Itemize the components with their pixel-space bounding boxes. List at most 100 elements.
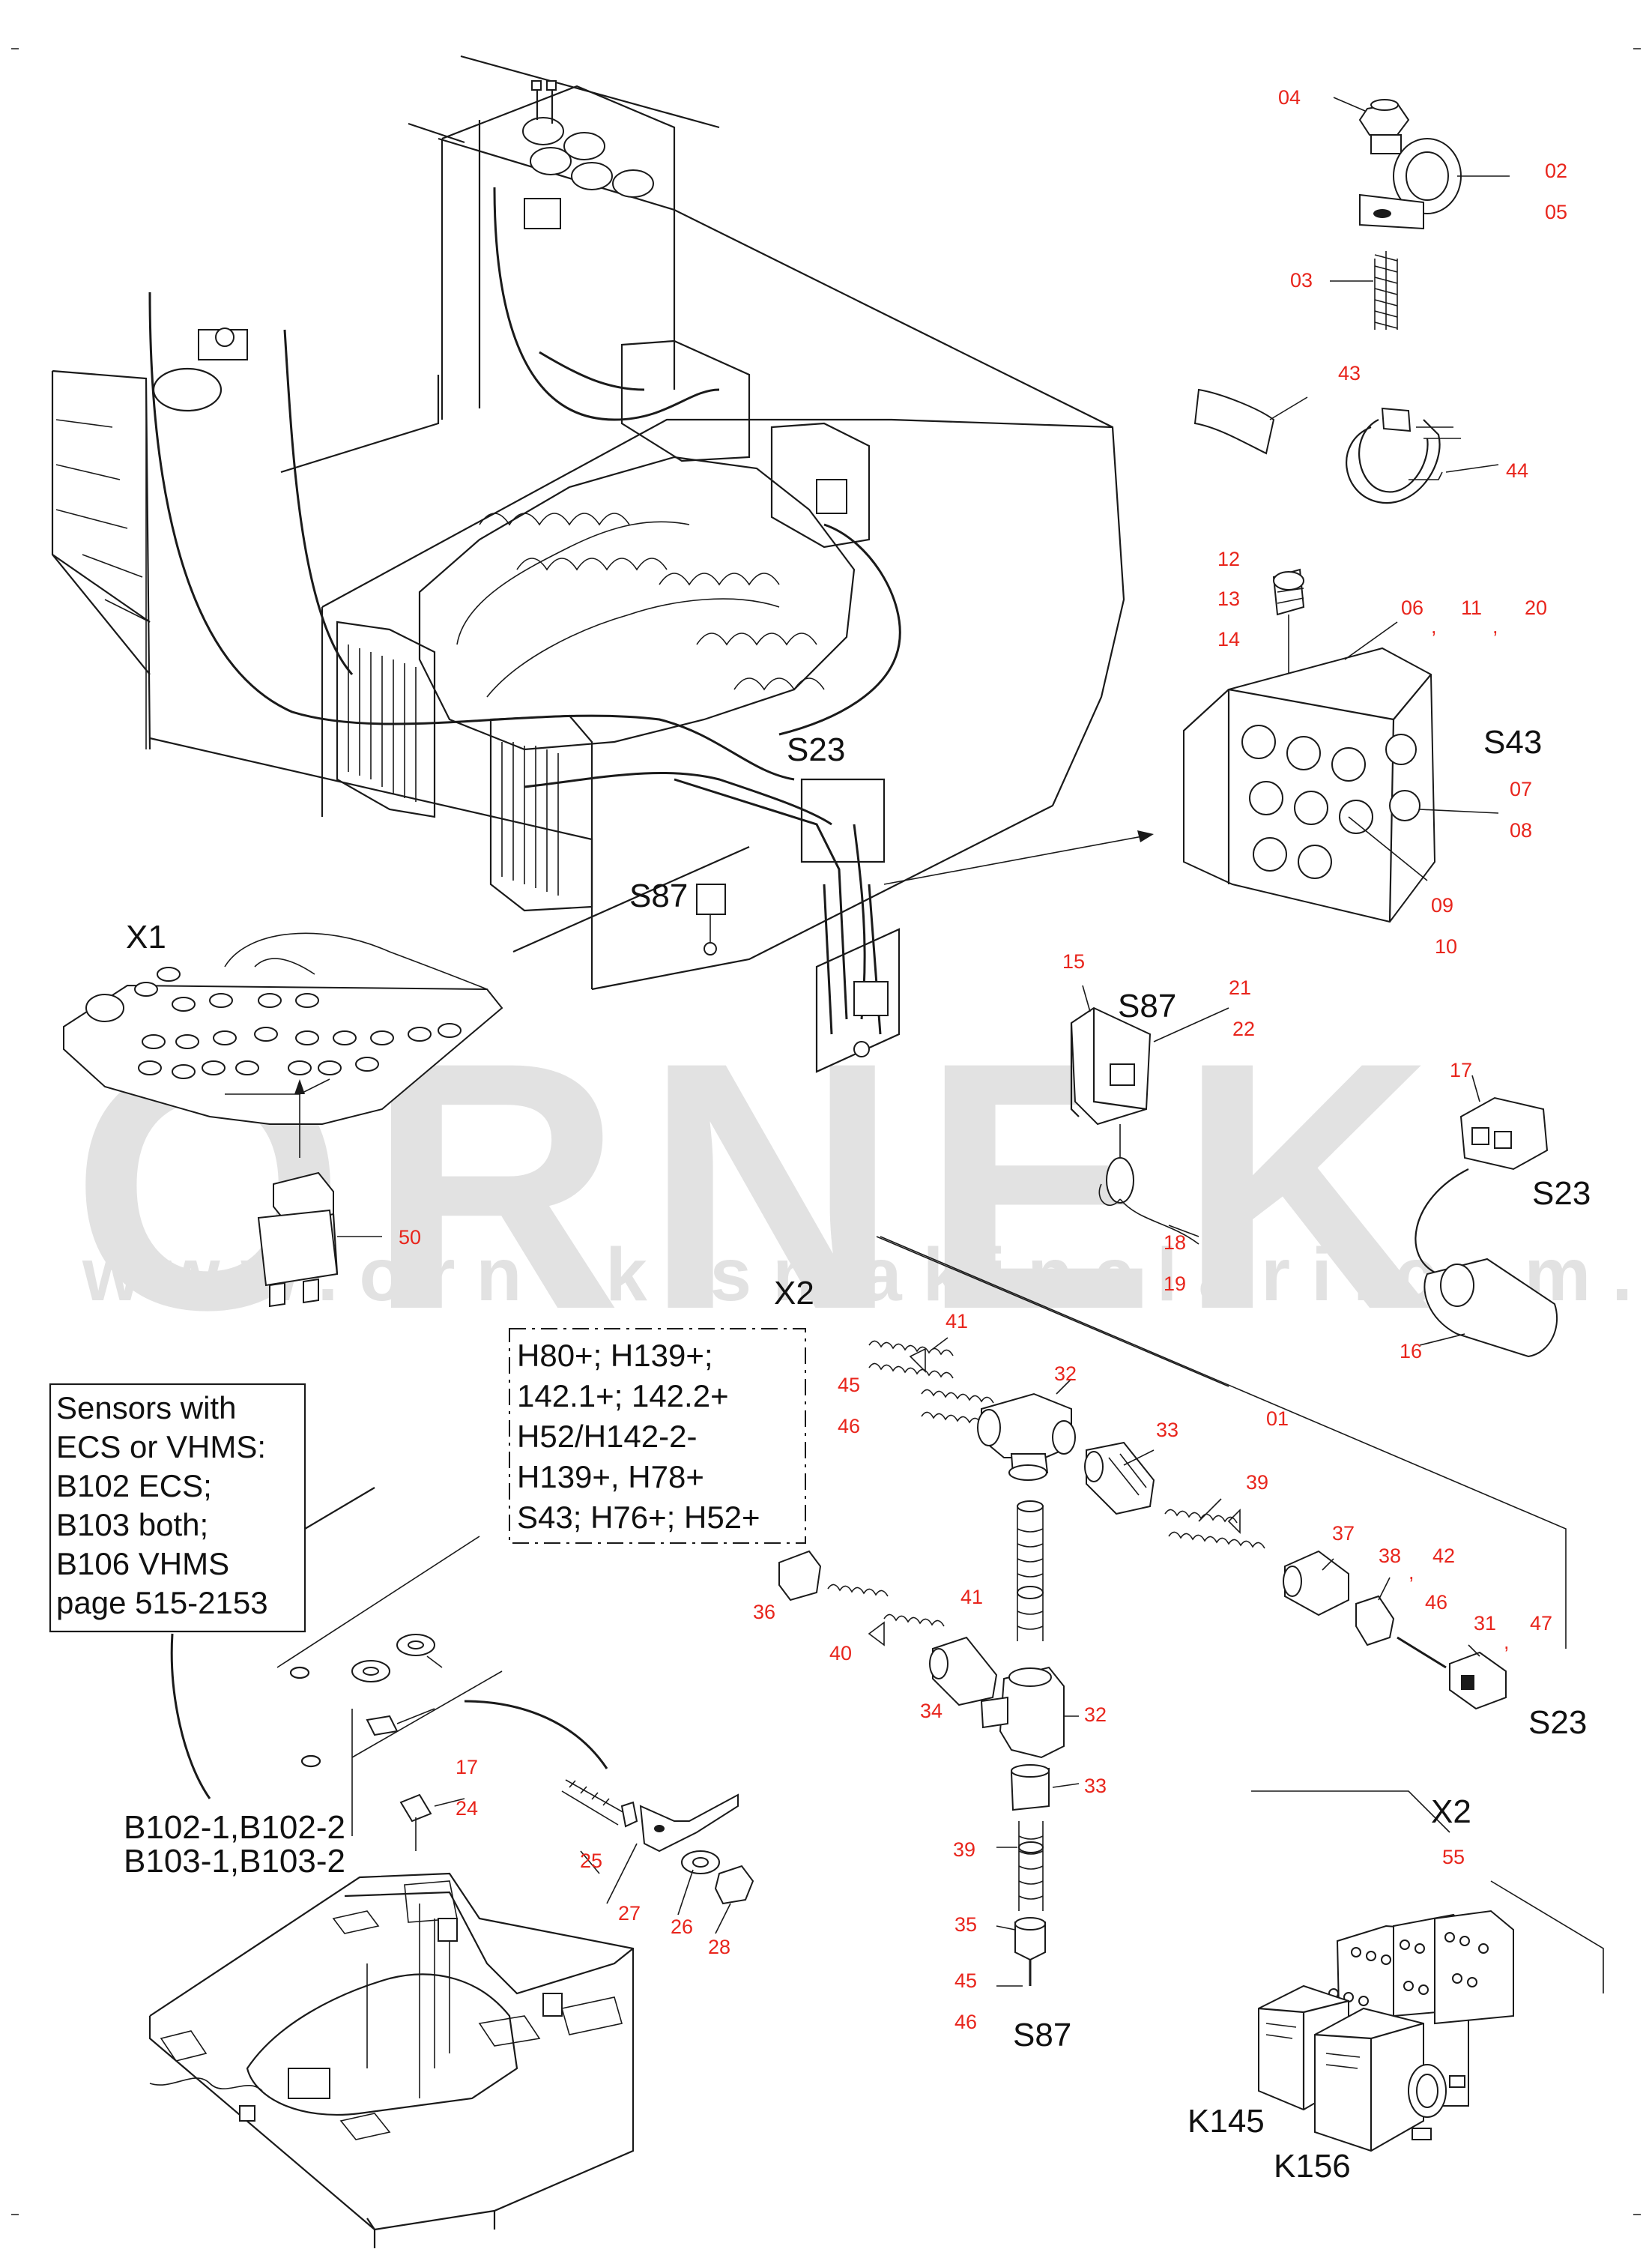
callout-02: 02 [1545,160,1567,182]
callout-45-top: 45 [838,1374,860,1396]
label-b103: B103-1,B103-2 [124,1843,345,1880]
callout-04: 04 [1278,86,1301,109]
clamp-assembly [1330,97,1510,330]
label-s43: S43 [1483,724,1542,761]
comma-11: , [1492,615,1498,638]
callout-13: 13 [1217,588,1240,610]
callout-07: 07 [1510,778,1532,800]
callout-43: 43 [1338,362,1361,384]
callout-17-bottom: 17 [456,1756,478,1778]
wiring-note-line-1: H80+; H139+; [517,1338,713,1373]
callout-42: 42 [1432,1545,1455,1567]
callout-32-bottom: 32 [1084,1703,1107,1726]
callout-33-top: 33 [1156,1419,1179,1441]
callout-47: 47 [1530,1612,1552,1634]
comma-31: , [1504,1631,1510,1653]
callout-25: 25 [580,1850,602,1872]
label-s23-harness: S23 [1528,1704,1587,1741]
label-s23-sensor: S23 [1532,1175,1591,1212]
label-b102: B102-1,B102-2 [124,1809,345,1846]
sensor-note-line-1: Sensors with [56,1390,236,1425]
page-corner-marks [11,48,1641,2215]
callout-39-top: 39 [1246,1471,1268,1494]
callout-39-bottom: 39 [953,1838,975,1861]
callout-19: 19 [1164,1273,1186,1295]
wiring-note-line-5: S43; H76+; H52+ [517,1500,760,1535]
machine-upper-structure [51,55,1154,1073]
callout-11: 11 [1461,597,1482,619]
callout-41-mid: 41 [960,1586,983,1608]
callout-55: 55 [1442,1846,1465,1868]
callout-38: 38 [1379,1545,1401,1567]
callout-50: 50 [399,1226,421,1249]
callout-40: 40 [829,1642,852,1664]
callout-12: 12 [1217,548,1240,570]
callout-24: 24 [456,1797,478,1820]
s87-level-switch [1070,985,1229,1245]
sensor-note-line-5: B106 VHMS [56,1546,229,1581]
callout-14: 14 [1217,628,1240,650]
comma-38: , [1409,1561,1415,1584]
callout-21: 21 [1229,976,1251,999]
callout-09: 09 [1431,894,1453,917]
x1-fuses [134,967,462,1079]
wiring-note-line-3: H52/H142-2- [517,1419,697,1454]
relay-block [1251,1790,1604,2152]
callout-28: 28 [708,1936,730,1958]
sensor-note-line-4: B103 both; [56,1507,208,1542]
s23-sensor [1415,1075,1558,1358]
callout-20: 20 [1525,597,1547,619]
callout-22: 22 [1232,1018,1255,1040]
sensor-note-box: Sensors with ECS or VHMS: B102 ECS; B103… [49,1383,375,1799]
label-s87-switch: S87 [1118,988,1176,1024]
callout-03: 03 [1290,269,1313,292]
sensor-note-line-6: page 515-2153 [56,1585,268,1620]
s43-buttons [1241,725,1420,879]
cable-tie-assembly [1193,388,1499,504]
lower-frame-sensors [148,1536,754,2248]
wiring-note-line-2: 142.1+; 142.2+ [517,1378,729,1413]
comma-06: , [1431,615,1437,638]
callout-32-top: 32 [1054,1362,1077,1385]
label-s23-engine: S23 [787,731,845,768]
callout-46-harness: 46 [1425,1591,1447,1614]
sensor-note-line-3: B102 ECS; [56,1468,212,1503]
watermark-url: www.ornekismakinalari.com.tr [82,1233,1652,1317]
callout-35: 35 [954,1913,977,1936]
x1-fuse-panel [63,932,503,1308]
label-s87-engine: S87 [629,878,688,914]
label-k145: K145 [1187,2103,1265,2140]
label-x2-harness: X2 [774,1275,814,1311]
label-k156: K156 [1274,2148,1351,2185]
label-x2-relays: X2 [1431,1793,1471,1830]
wiring-note-line-4: H139+, H78+ [517,1459,704,1494]
sensor-note-line-2: ECS or VHMS: [56,1429,266,1464]
relay-terminals [1328,1932,1489,2006]
engine-cylinders [479,513,825,691]
x2-harness-assembly [778,1236,1567,1987]
callout-33-bottom: 33 [1084,1775,1107,1797]
callout-27: 27 [618,1902,641,1925]
callout-46-top: 46 [838,1415,860,1437]
callout-41-top: 41 [945,1310,968,1332]
callout-06: 06 [1401,597,1423,619]
callout-45-bottom: 45 [954,1969,977,1992]
callout-46-bottom: 46 [954,2011,977,2033]
callout-15: 15 [1062,950,1085,973]
callout-16: 16 [1400,1340,1422,1362]
corrugated-tube-39 [1164,1509,1265,1549]
wiring-note-box: H80+; H139+; 142.1+; 142.2+ H52/H142-2- … [509,1328,806,1544]
callout-34: 34 [920,1700,943,1722]
callout-18: 18 [1164,1231,1186,1254]
callout-01: 01 [1266,1407,1289,1430]
callout-36: 36 [753,1601,775,1623]
callout-26: 26 [671,1916,693,1938]
label-s87-harness: S87 [1013,2017,1071,2053]
label-x1: X1 [126,919,166,956]
callout-10: 10 [1435,935,1457,958]
callout-44: 44 [1506,459,1528,482]
s43-switch-box [1183,568,1499,923]
callout-05: 05 [1545,201,1567,223]
callout-17-s23: 17 [1450,1059,1472,1081]
